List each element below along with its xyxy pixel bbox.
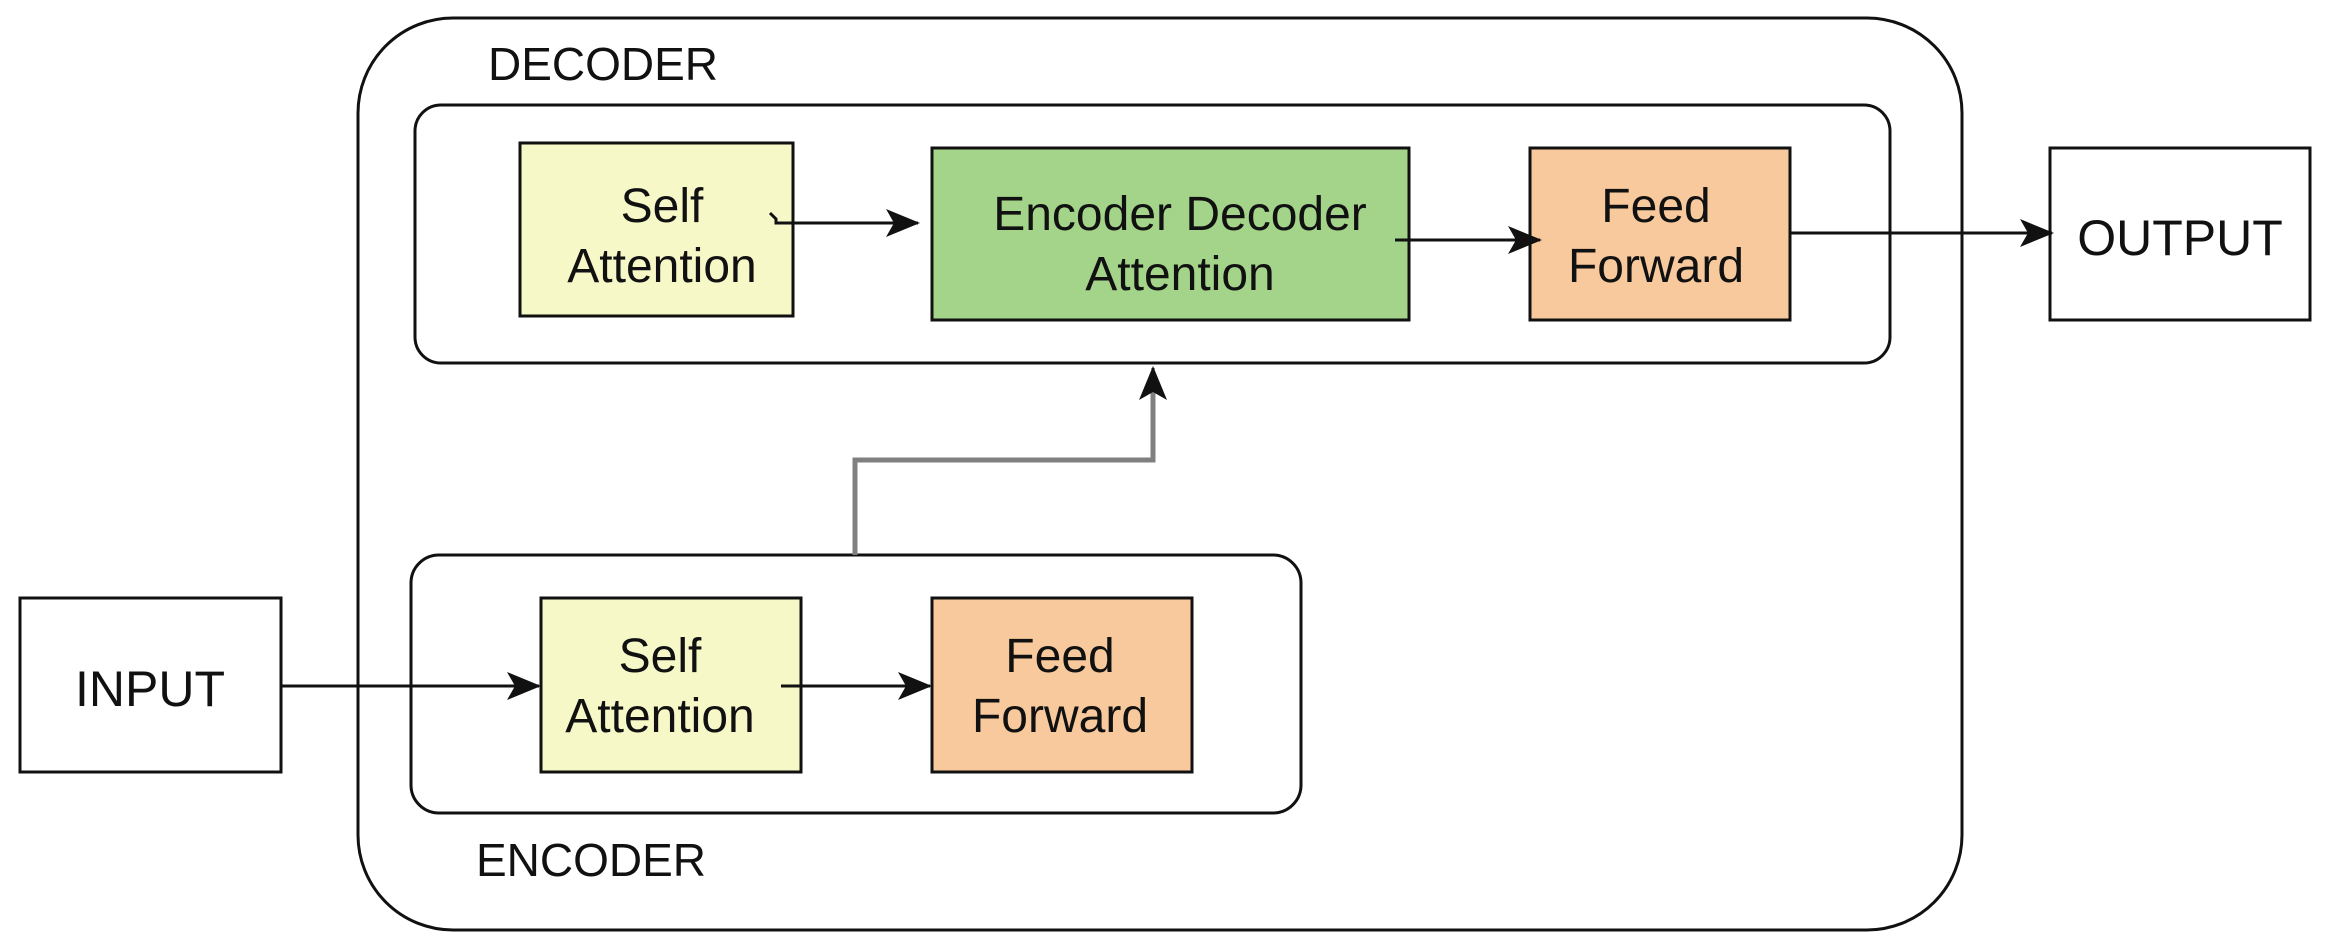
decoder-self-attention-box: Self Attention [518,141,795,318]
encoder-feed-forward-line2: Forward [972,690,1148,743]
decoder-self-attention-line2: Attention [567,240,756,293]
output-box: OUTPUT [2048,146,2312,322]
decoder-feed-forward-box: Feed Forward [1528,146,1792,322]
arrow-encoder-to-encoder-decoder-attention [852,372,1156,555]
encoder-decoder-attention-line2: Attention [1085,248,1274,301]
encoder-decoder-attention-line1: Encoder Decoder [993,188,1367,241]
arrow-decoder-self-attention-to-encoder-decoder-attention [768,209,920,237]
input-box: INPUT [18,596,283,774]
encoder-self-attention-line2: Attention [565,690,754,743]
output-label: OUTPUT [2077,210,2283,266]
encoder-feed-forward-box: Feed Forward [930,596,1194,774]
decoder-self-attention-line1: Self [621,180,704,233]
decoder-feed-forward-line2: Forward [1568,240,1744,293]
transformer-container [356,16,1964,932]
encoder-feed-forward-line1: Feed [1005,630,1114,683]
input-label: INPUT [75,661,225,717]
encoder-decoder-attention-box: Encoder Decoder Attention [930,146,1411,322]
encoder-self-attention-line1: Self [619,630,702,683]
encoder-label: ENCODER [476,834,706,886]
decoder-label: DECODER [488,38,718,90]
encoder-self-attention-box: Self Attention [539,596,803,774]
decoder-feed-forward-line1: Feed [1601,180,1710,233]
